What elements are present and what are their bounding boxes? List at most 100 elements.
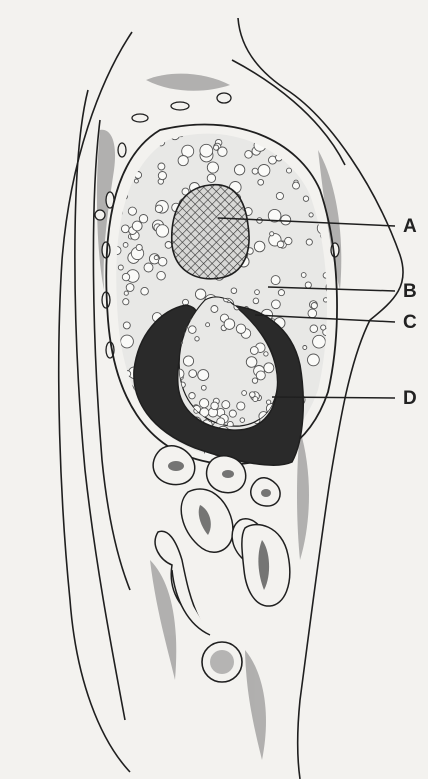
label-a: A xyxy=(403,216,417,237)
tissue-bubble xyxy=(139,215,147,223)
tissue-bubble xyxy=(158,139,165,146)
tissue-bubble xyxy=(121,335,134,348)
tissue-bubble xyxy=(183,356,193,366)
tissue-bubble xyxy=(250,347,258,355)
tissue-bubble xyxy=(143,146,148,151)
tissue-bubble xyxy=(123,243,128,248)
tissue-bubble xyxy=(122,273,129,280)
tissue-bubble xyxy=(256,371,265,380)
tissue-bubble xyxy=(211,306,218,313)
tissue-bubble xyxy=(128,426,138,436)
tissue-bubble xyxy=(222,401,230,409)
tissue-bubble xyxy=(103,378,111,386)
tissue-bubble xyxy=(270,232,274,236)
tissue-bubble xyxy=(124,371,130,377)
tissue-bubble xyxy=(254,241,265,252)
tissue-bubble xyxy=(141,287,149,295)
tissue-bubble xyxy=(106,392,110,396)
tissue-bubble xyxy=(305,282,311,288)
hatched-mass xyxy=(172,185,249,279)
intestinal-loops xyxy=(153,446,290,635)
tissue-bubble xyxy=(189,326,197,334)
tissue-bubble xyxy=(224,319,235,330)
label-c: C xyxy=(403,312,417,333)
tissue-bubble xyxy=(134,179,138,183)
tissue-bubble xyxy=(124,291,128,295)
tissue-bubble xyxy=(278,290,284,296)
tissue-bubble xyxy=(329,274,335,280)
tissue-bubble xyxy=(311,303,317,309)
tissue-bubble xyxy=(189,370,197,378)
tissue-bubble xyxy=(207,162,218,173)
tissue-bubble xyxy=(308,157,316,165)
tissue-bubble xyxy=(114,208,122,216)
tissue-bubble xyxy=(200,399,209,408)
tissue-bubble xyxy=(118,419,127,428)
tissue-bubble xyxy=(305,444,312,451)
tissue-bubble xyxy=(156,225,168,237)
tissue-bubble xyxy=(154,256,158,260)
tissue-bubble xyxy=(218,147,227,156)
tissue-bubble xyxy=(301,273,306,278)
tissue-bubble xyxy=(276,192,283,199)
tissue-bubble xyxy=(195,337,199,341)
tissue-bubble xyxy=(323,273,329,279)
tissue-bubble xyxy=(236,324,245,333)
tissue-bubble xyxy=(231,288,237,294)
tissue-bubble xyxy=(198,370,209,381)
tissue-bubble xyxy=(200,144,213,157)
tissue-bubble xyxy=(131,162,137,168)
tissue-bubble xyxy=(308,309,317,318)
tissue-bubble xyxy=(287,168,292,173)
tissue-bubble xyxy=(293,182,300,189)
tissue-bubble xyxy=(189,393,195,399)
tissue-bubble xyxy=(323,148,334,159)
tissue-bubble xyxy=(266,400,270,404)
tissue-bubble xyxy=(245,151,253,159)
tissue-bubble xyxy=(110,438,123,451)
tissue-bubble xyxy=(158,257,167,266)
tissue-bubble xyxy=(276,154,283,161)
tissue-bubble xyxy=(123,299,129,305)
tissue-bubble xyxy=(136,244,142,250)
tissue-bubble xyxy=(211,402,219,410)
tissue-bubble xyxy=(121,225,129,233)
tissue-bubble xyxy=(253,397,258,402)
tissue-bubble xyxy=(275,130,282,137)
tissue-bubble xyxy=(214,145,219,150)
tissue-bubble xyxy=(303,346,307,350)
tissue-bubble xyxy=(207,174,215,182)
label-group: A B C D xyxy=(403,216,417,409)
tissue-bubble xyxy=(105,388,113,396)
tissue-bubble xyxy=(309,213,313,217)
tissue-bubble xyxy=(310,160,320,170)
tissue-bubble xyxy=(255,290,260,295)
tissue-bubble xyxy=(272,300,281,309)
tissue-bubble xyxy=(126,284,134,292)
tissue-bubble xyxy=(130,124,141,135)
tissue-bubble xyxy=(313,335,326,348)
tissue-bubble xyxy=(170,130,179,139)
tissue-bubble xyxy=(119,128,128,137)
tissue-bubble xyxy=(120,437,126,443)
tissue-bubble xyxy=(254,139,266,151)
tissue-bubble xyxy=(195,289,205,299)
tissue-bubble xyxy=(113,246,121,254)
tissue-bubble xyxy=(252,378,257,383)
tissue-bubble xyxy=(132,221,142,231)
tissue-bubble xyxy=(179,132,184,137)
label-d: D xyxy=(403,388,417,409)
label-b: B xyxy=(403,281,417,302)
tissue-bubble xyxy=(229,410,236,417)
tissue-bubble xyxy=(308,354,320,366)
tissue-bubble xyxy=(242,391,247,396)
tissue-bubble xyxy=(264,363,274,373)
tissue-bubble xyxy=(271,276,280,285)
tissue-bubble xyxy=(137,433,147,443)
tissue-bubble xyxy=(201,385,206,390)
tissue-bubble xyxy=(158,163,165,170)
tissue-bubble xyxy=(313,155,319,161)
tissue-bubble xyxy=(144,263,153,272)
